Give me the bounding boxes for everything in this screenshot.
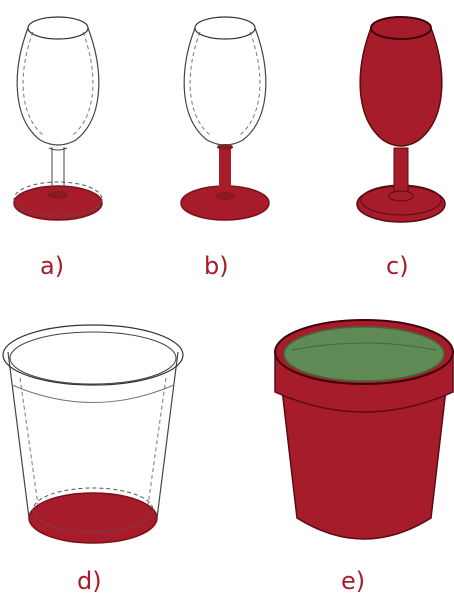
- label-a: a): [40, 252, 65, 280]
- label-e: e): [341, 567, 366, 595]
- label-b: b): [204, 252, 229, 280]
- glass-b-rim: [194, 16, 256, 40]
- cup-d: [2, 324, 184, 544]
- glass-a-bowl-inner-right: [72, 31, 94, 136]
- glass-b-bowl: [183, 27, 267, 146]
- cup-d-rim-inner: [9, 331, 177, 385]
- pot-e-interior: [283, 326, 445, 382]
- glass-b-stem: [219, 147, 231, 196]
- cup-d-walls-inner: [19, 377, 167, 506]
- cup-d-rim-outer: [2, 324, 184, 386]
- pot-e-interior-shade: [291, 342, 437, 351]
- glass-a: [13, 16, 103, 221]
- glass-b-stem-top: [217, 144, 233, 150]
- glass-c-bowl: [359, 27, 443, 147]
- glass-a-bowl-inner-left: [22, 31, 44, 136]
- glass-c-rim: [370, 16, 432, 40]
- glass-c-stem-base: [388, 190, 414, 202]
- glass-a-stem: [51, 147, 65, 195]
- glass-b-stem-base: [215, 192, 235, 200]
- cup-d-walls: [7, 351, 179, 519]
- glass-a-foot: [13, 185, 103, 221]
- glass-b-bowl-inner-right: [239, 31, 261, 136]
- glass-c: [356, 16, 446, 223]
- label-d: d): [77, 567, 102, 595]
- glass-b-bowl-inner-left: [189, 31, 211, 136]
- glass-b: [180, 16, 270, 221]
- cup-d-band: [11, 384, 175, 403]
- label-c: c): [386, 252, 409, 280]
- pot-e: [274, 319, 454, 540]
- pot-e-body: [279, 371, 449, 540]
- cup-d-bottom: [28, 492, 158, 544]
- glass-a-foot-outline: [13, 181, 103, 217]
- cup-d-bottom-inner: [32, 487, 154, 533]
- glass-a-rim: [27, 16, 89, 40]
- glass-a-bowl: [16, 27, 100, 146]
- glass-a-stem-base: [48, 191, 68, 199]
- glass-a-stem-ring: [48, 147, 68, 151]
